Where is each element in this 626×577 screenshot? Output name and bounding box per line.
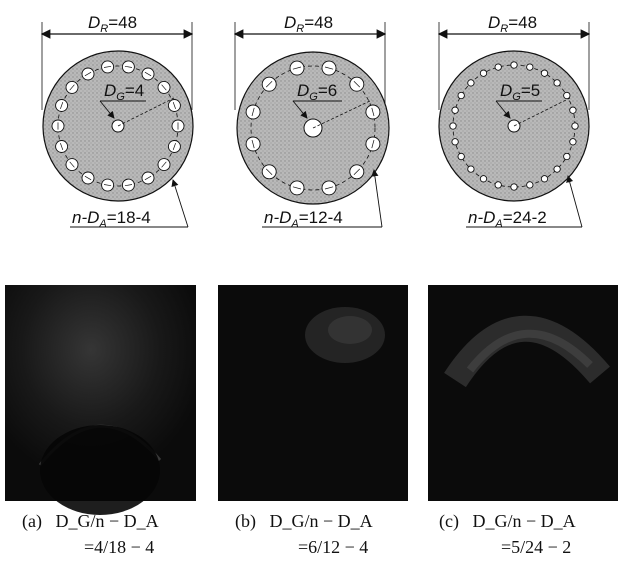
orifice-hole [457,91,465,100]
dg-label-b: DG=6 [297,81,337,103]
orifice-hole [540,175,549,183]
orifice-hole [467,165,475,173]
panel-c-diagram: DR=48 DG=5 n-DA=24-2 [437,13,591,230]
orifice-hole [510,61,518,69]
caption-b: (b) D_G/n − D_A [235,509,373,533]
photo-b [218,285,408,501]
dr-label-a: DR=48 [88,13,137,35]
orifice-hole-mark [292,66,302,70]
orifice-holes-a [51,60,185,192]
orifice-hole-mark [371,107,375,117]
pitch-circle-b [250,65,376,191]
orifice-hole-mark [292,186,302,190]
orifice-hole-mark [69,161,75,168]
orifice-hole [569,106,577,114]
orifice-hole [569,138,577,146]
orifice-holes-c [449,61,579,191]
orifice-hole-mark [265,168,273,176]
orifice-hole-mark [84,71,92,77]
orifice-hole [526,63,534,71]
orifice-hole [479,175,488,183]
orifice-hole-mark [251,139,255,149]
orifice-hole-mark [84,175,92,181]
orifice-hole-mark [161,84,167,91]
dg-label-c: DG=5 [500,81,540,103]
orifice-hole [451,106,459,114]
orifice-hole-mark [144,71,152,77]
orifice-hole [451,138,459,146]
orifice-hole [526,181,534,189]
panel-b-diagram: DR=48 DG=6 n-DA=12-4 [233,13,390,230]
orifice-hole [449,122,457,130]
orifice-hole [510,183,518,191]
orifice-hole-mark [324,66,334,70]
orifice-hole [479,69,488,77]
caption-a: (a) D_G/n − D_A [22,509,159,533]
caption-c-formula: D_G/n − D_A [472,511,576,531]
caption-b-value: =6/12 − 4 [298,537,369,557]
orifice-hole-mark [324,186,334,190]
caption-b-letter: (b) [235,511,256,531]
orifice-hole [563,91,571,100]
caption-a-value: =4/18 − 4 [84,537,155,557]
orifice-hole-mark [172,142,176,151]
orifice-hole-mark [251,107,255,117]
photo-c [428,285,618,501]
caption-b-formula: D_G/n − D_A [269,511,373,531]
nda-label-c: n-DA=24-2 [468,208,547,230]
nda-label-b: n-DA=12-4 [264,208,343,230]
caption-c-letter: (c) [439,511,459,531]
orifice-hole-mark [60,142,64,151]
orifice-hole [553,165,561,173]
orifice-hole-mark [103,65,112,68]
orifice-hole [540,69,549,77]
photo-a [5,285,196,515]
dg-label-a: DG=4 [104,81,144,103]
orifice-hole-mark [124,65,133,68]
orifice-hole [553,79,561,87]
orifice-hole-mark [161,161,167,168]
orifice-hole-mark [103,184,112,187]
caption-c-value: =5/24 − 2 [501,537,572,557]
orifice-holes-b [245,60,381,196]
orifice-hole [494,181,502,189]
orifice-hole [571,122,579,130]
orifice-hole-mark [353,168,361,176]
caption-a-letter: (a) [22,511,42,531]
orifice-hole-mark [371,139,375,149]
orifice-hole-mark [353,80,361,88]
orifice-hole-mark [144,175,152,181]
orifice-hole-mark [69,84,75,91]
orifice-hole-mark [124,184,133,187]
caption-c: (c) D_G/n − D_A [439,509,576,533]
orifice-hole-mark [265,80,273,88]
panel-a-diagram: DR=48 DG=4 n-DA=18-4 [40,13,194,230]
nda-label-a: n-DA=18-4 [72,208,151,230]
orifice-hole [457,152,465,161]
orifice-hole-mark [172,101,176,110]
orifice-hole [563,152,571,161]
orifice-hole-mark [60,101,64,110]
caption-a-formula: D_G/n − D_A [55,511,159,531]
orifice-hole [467,79,475,87]
dr-label-c: DR=48 [488,13,537,35]
dr-label-b: DR=48 [284,13,333,35]
orifice-hole [494,63,502,71]
